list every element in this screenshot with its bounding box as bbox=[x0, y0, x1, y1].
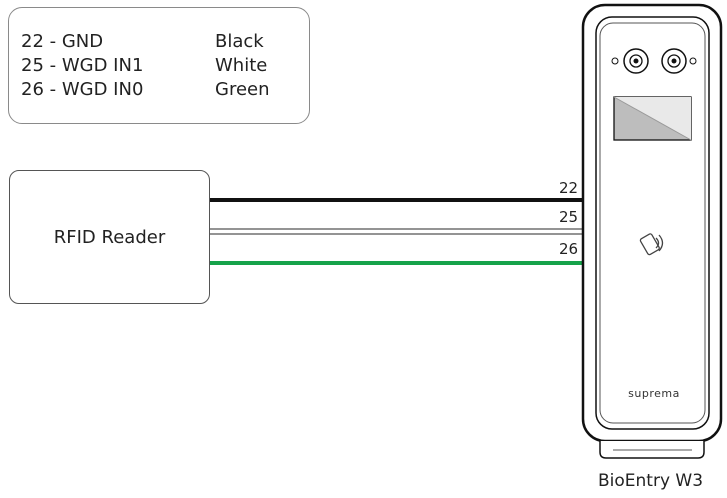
legend-pin-wgd-in0: 26 - WGD IN0 bbox=[21, 79, 144, 100]
legend-pin-gnd: 22 - GND bbox=[21, 31, 104, 52]
wire-number-26: 26 bbox=[559, 240, 579, 258]
wire-25-white bbox=[210, 228, 596, 235]
legend-color-green: Green bbox=[215, 79, 270, 100]
wire-number-25: 25 bbox=[559, 208, 579, 226]
wire-number-22: 22 bbox=[559, 179, 579, 197]
rfid-reader: RFID Reader bbox=[9, 170, 210, 304]
rfid-reader-label: RFID Reader bbox=[53, 226, 166, 248]
legend-pin-wgd-in1: 25 - WGD IN1 bbox=[21, 55, 144, 76]
device-caption: BioEntry W3 bbox=[598, 471, 704, 491]
legend-color-white: White bbox=[215, 55, 268, 76]
nfc-card-icon bbox=[639, 233, 664, 256]
device-brand-logo: suprema bbox=[628, 387, 680, 400]
bioentry-device bbox=[581, 3, 723, 459]
legend-color-black: Black bbox=[215, 31, 264, 52]
wiring-legend: 22 - GND Black 25 - WGD IN1 White 26 - W… bbox=[8, 7, 310, 124]
